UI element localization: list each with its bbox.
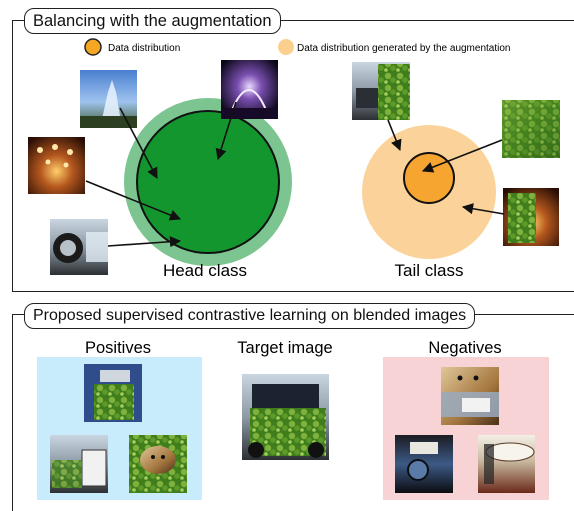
legend-label-augmented: Data distribution generated by the augme… bbox=[297, 43, 510, 54]
target-image-label: Target image bbox=[237, 339, 332, 357]
tail-class-label: Tail class bbox=[395, 261, 464, 280]
arrow-broccoli-fountain bbox=[461, 203, 505, 215]
positive-thumb-car bbox=[50, 435, 108, 493]
legend-label-data: Data distribution bbox=[108, 43, 180, 54]
arrow-broccoli bbox=[421, 139, 503, 173]
arrow-fountain-night bbox=[215, 101, 237, 161]
arrow-broccoli-car bbox=[387, 119, 402, 152]
thumb-broccoli bbox=[502, 100, 560, 158]
positives-label: Positives bbox=[85, 339, 151, 357]
thumb-broccoli-fountain-blend bbox=[503, 188, 559, 246]
negatives-label: Negatives bbox=[428, 339, 501, 357]
positive-thumb-top bbox=[84, 364, 142, 422]
arrow-fountain-lights bbox=[85, 180, 182, 221]
thumb-fountain-night bbox=[221, 60, 278, 119]
legend-dot-data bbox=[84, 38, 102, 56]
bottom-section-title: Proposed supervised contrastive learning… bbox=[24, 303, 476, 329]
positive-thumb-dog bbox=[129, 435, 187, 493]
tail-class-distribution bbox=[403, 152, 455, 204]
head-class-distribution bbox=[136, 110, 280, 254]
thumb-fountain-lights bbox=[28, 137, 85, 194]
negative-thumb-mug bbox=[395, 435, 453, 493]
thumb-broccoli-car-blend bbox=[352, 62, 410, 120]
legend-dot-augmented bbox=[278, 39, 294, 55]
negative-thumb-dog bbox=[441, 367, 499, 425]
thumb-fountain-day bbox=[80, 70, 137, 128]
top-section-title: Balancing with the augmentation bbox=[24, 8, 281, 34]
target-image-thumb bbox=[242, 374, 329, 460]
arrow-car-wheel bbox=[107, 236, 182, 248]
thumb-car-wheel bbox=[50, 219, 108, 275]
arrow-fountain-day bbox=[119, 107, 158, 179]
negative-thumb-drum bbox=[478, 435, 535, 493]
head-class-label: Head class bbox=[163, 261, 247, 280]
top-section-frame bbox=[12, 20, 574, 292]
